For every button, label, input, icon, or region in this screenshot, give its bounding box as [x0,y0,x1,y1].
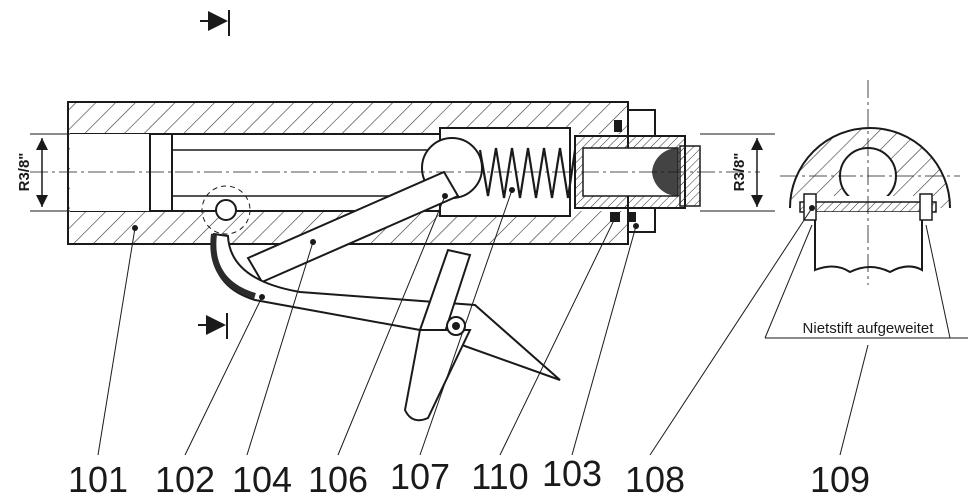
ref-108: 108 [625,459,685,500]
ref-103: 103 [542,453,602,494]
leader-dots [132,187,815,300]
cross-section-view [780,80,960,285]
ref-106: 106 [308,459,368,500]
ref-107: 107 [390,456,450,497]
ref-102: 102 [155,459,215,500]
thread-label-left: R3/8" [16,153,33,192]
leader-lines [97,189,869,456]
ref-110: 110 [471,456,528,497]
section-mark-top [200,10,230,36]
ref-104: 104 [232,459,292,500]
thread-dimension-right: R3/8" [700,133,775,212]
annotation-text: Nietstift aufgeweitet [803,320,935,337]
safety-latch [403,248,472,422]
section-mark-bottom [198,313,228,339]
thread-label-right: R3/8" [731,153,748,192]
push-rod [246,170,460,284]
thread-dimension-left: R3/8" [16,133,70,212]
ref-109: 109 [810,459,870,500]
spring [478,147,577,199]
trigger-lever [210,232,561,381]
pivot-pin [215,199,237,221]
ref-101: 101 [68,459,128,500]
